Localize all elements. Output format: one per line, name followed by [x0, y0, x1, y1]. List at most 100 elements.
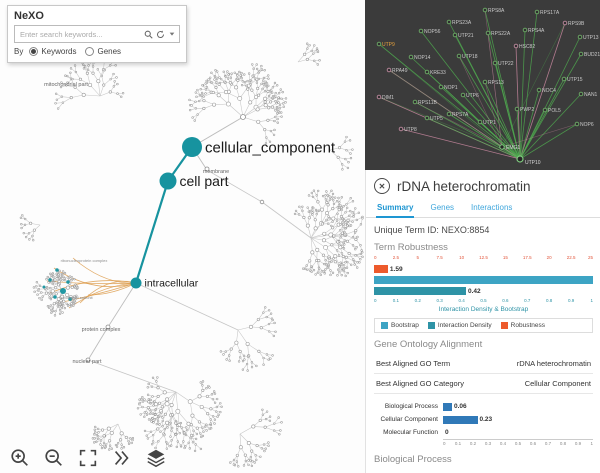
legend-label: Bootstrap [391, 322, 419, 329]
app-title: NeXO [14, 10, 44, 22]
gene-node-label[interactable]: RPS17A [540, 10, 560, 16]
gene-node-label[interactable]: UTP21 [458, 33, 474, 39]
ontology-minor-label[interactable]: protein complex [82, 327, 121, 333]
gene-node-label[interactable]: RPS8A [488, 8, 505, 14]
details-tabs: Summary Genes Interactions [366, 200, 600, 218]
ontology-minor-label[interactable]: ribosomal subunit [61, 295, 93, 300]
gene-node-label[interactable]: PWP2 [520, 107, 534, 113]
gene-hub-label[interactable]: UTP10 [525, 160, 541, 166]
gene-node-label[interactable]: POL5 [548, 108, 561, 114]
radio-dot[interactable] [85, 47, 95, 56]
axis-tick: 7.5 [436, 255, 443, 260]
gene-node-label[interactable]: NOC4 [542, 88, 556, 94]
axis-tick: 0.8 [559, 441, 567, 446]
gene-node-label[interactable]: UTP18 [462, 54, 478, 60]
gene-node-label[interactable]: HSC82 [519, 44, 535, 50]
tab-genes[interactable]: Genes [430, 203, 455, 212]
gene-node-label[interactable]: KRE33 [430, 70, 446, 76]
gene-node-label[interactable]: UTP9 [382, 42, 395, 48]
zoom-out-button[interactable] [42, 446, 66, 470]
gene-hub-label[interactable]: EMG1 [506, 145, 520, 151]
gene-node-label[interactable]: UTP1 [483, 120, 496, 126]
axis-tick: 0.2 [414, 298, 421, 303]
ontology-minor-label[interactable]: mitochondrial part [44, 82, 88, 88]
ontology-minor-label[interactable]: nuclear part [72, 359, 102, 365]
layers-button[interactable] [144, 446, 168, 470]
ontology-node-intracellular[interactable] [130, 277, 142, 289]
gene-node-label[interactable]: UTP13 [583, 35, 599, 41]
axis-tick: 0.6 [529, 441, 537, 446]
close-icon[interactable]: ✕ [374, 178, 390, 194]
reset-icon[interactable] [156, 29, 165, 39]
gene-node-label[interactable]: NOP6 [580, 122, 594, 128]
axis-tick: 20 [546, 255, 552, 260]
alignment-bar [443, 402, 452, 411]
search-mode-options: Keywords Genes [29, 47, 121, 56]
radio-label: Keywords [41, 47, 77, 56]
gene-node-label[interactable]: RPS9B [568, 21, 585, 27]
gene-node-label[interactable]: NOP14 [414, 55, 431, 61]
gene-node-label[interactable]: UTP22 [498, 61, 514, 67]
gene-node-label[interactable]: UTP6 [466, 93, 479, 99]
expand-all-button[interactable] [110, 446, 134, 470]
gene-node-label[interactable]: RPA49 [392, 68, 408, 74]
gene-node-label[interactable]: RPS4A [528, 28, 545, 34]
axis-tick: 0.7 [544, 441, 552, 446]
axis-tick: 0.1 [392, 298, 400, 303]
alignment-bar-wrap: 0 [443, 429, 593, 437]
gene-node-label[interactable]: UTP15 [567, 77, 583, 83]
gene-node-label[interactable]: RPS22A [491, 31, 511, 37]
alignment-bar [443, 415, 478, 424]
gene-node-label[interactable]: BUD21 [584, 52, 600, 58]
tab-summary[interactable]: Summary [376, 200, 415, 218]
gene-node-label[interactable]: DIM1 [382, 95, 394, 101]
tab-interactions[interactable]: Interactions [471, 203, 513, 212]
radio-genes[interactable]: Genes [85, 47, 121, 56]
chevron-down-icon[interactable] [168, 30, 176, 38]
ontology-node-cellular-component[interactable] [182, 137, 202, 157]
ontology-minor-label[interactable]: ribonucleoprotein complex [61, 258, 108, 263]
ontology-minor-label[interactable]: membrane [203, 169, 229, 175]
axis-tick: 22.5 [566, 255, 576, 260]
robustness-bar-robustness: 1.59 [374, 265, 593, 273]
axis-tick: 0.1 [454, 441, 462, 446]
gene-node-label[interactable]: NOP56 [424, 29, 441, 35]
alignment-bar-wrap: 0.06 [443, 402, 593, 411]
axis-tick: 0.7 [524, 298, 531, 303]
alignment-value-label: 0.06 [454, 403, 467, 410]
ontology-node-label[interactable]: cellular_component [205, 139, 336, 156]
gene-node-label[interactable]: NAN1 [584, 92, 598, 98]
axis-tick: 0.3 [484, 441, 492, 446]
radio-dot[interactable] [29, 47, 39, 56]
search-input[interactable] [18, 28, 141, 40]
radio-keywords[interactable]: Keywords [29, 47, 76, 56]
gene-node-label[interactable]: RPS7A [452, 112, 469, 118]
alignment-bar-wrap: 0.23 [443, 415, 593, 424]
search-icon[interactable] [144, 30, 153, 39]
fit-to-screen-button[interactable] [76, 446, 100, 470]
gene-node-label[interactable]: RPS23A [452, 20, 472, 26]
gene-node-label[interactable]: UTP8 [404, 127, 417, 133]
term-title: rDNA heterochromatin [397, 178, 531, 194]
expand-all-icon [111, 447, 133, 469]
ontology-node-label[interactable]: cell part [180, 173, 229, 189]
gene-node-label[interactable]: UTP5 [430, 116, 443, 122]
ontology-node-label[interactable]: intracellular [145, 278, 199, 290]
alignment-row-molecular-function: Molecular Function 0 [374, 426, 593, 439]
gene-node-label[interactable]: RPS11B [418, 100, 437, 106]
gene-node-label[interactable]: RPS13 [488, 80, 504, 86]
gene-node-label[interactable]: NOP1 [444, 85, 458, 91]
ontology-node-cell-part[interactable] [159, 172, 177, 190]
alignment-category-label: Molecular Function [383, 429, 438, 436]
zoom-in-button[interactable] [8, 446, 32, 470]
